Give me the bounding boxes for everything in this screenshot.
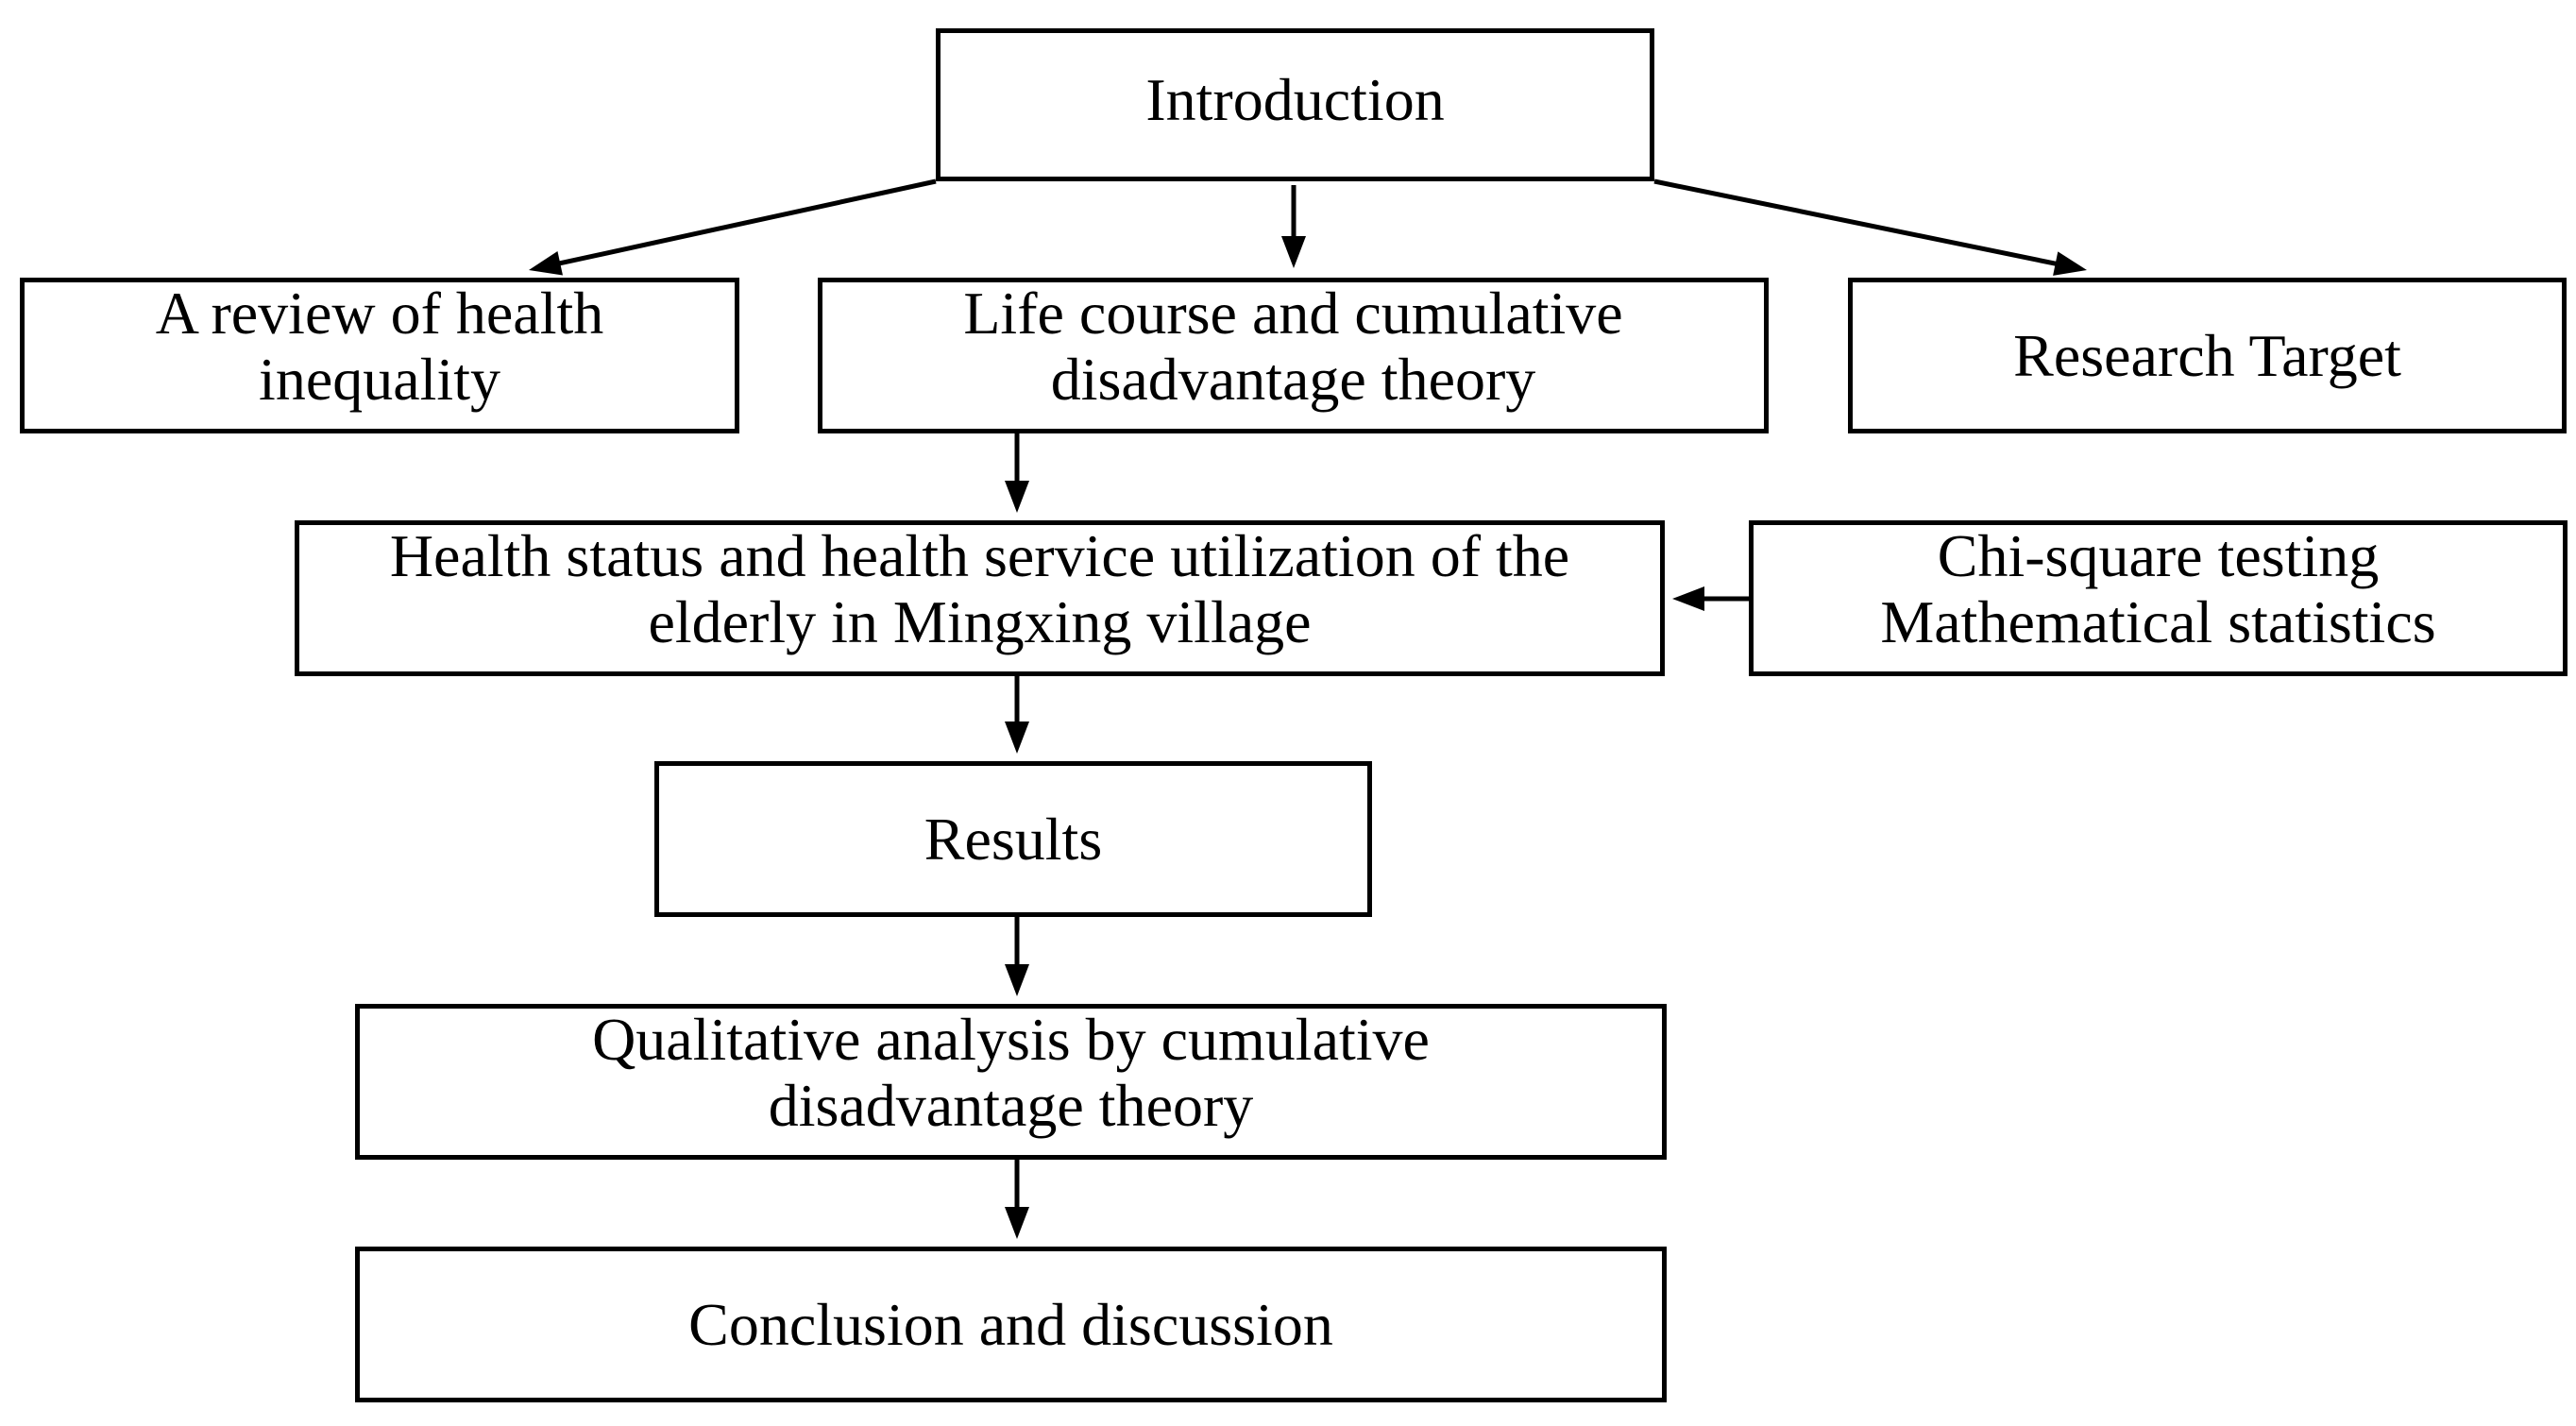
arrow-health-to-results <box>1005 676 1029 754</box>
node-health-line-1: Health status and health service utiliza… <box>389 522 1570 590</box>
arrowhead-icon <box>2053 251 2087 276</box>
arrow-results-to-qualitative <box>1005 917 1029 996</box>
arrow-methods-to-health <box>1672 586 1749 611</box>
arrowhead-icon <box>1005 964 1029 996</box>
node-target-line-1: Research Target <box>2013 321 2401 389</box>
node-lifecourse-line-1: Life course and cumulative <box>963 280 1623 348</box>
node-life-course-theory: Life course and cumulative disadvantage … <box>818 278 1769 433</box>
arrowhead-icon <box>1005 1207 1029 1239</box>
node-introduction-line-1: Introduction <box>1145 66 1445 134</box>
arrowhead-icon <box>1281 236 1306 268</box>
node-qualitative-line-2: disadvantage theory <box>768 1071 1254 1139</box>
node-qualitative-line-1: Qualitative analysis by cumulative <box>592 1006 1430 1074</box>
arrowhead-icon <box>1672 586 1704 611</box>
node-qualitative-analysis: Qualitative analysis by cumulative disad… <box>355 1004 1667 1160</box>
node-health-line-2: elderly in Mingxing village <box>648 587 1312 655</box>
arrow-introduction-to-target <box>1653 178 2087 276</box>
arrow-shaft <box>555 178 937 267</box>
node-statistical-methods: Chi-square testing Mathematical statisti… <box>1749 520 2568 676</box>
node-introduction: Introduction <box>936 28 1654 181</box>
arrowhead-icon <box>1005 481 1029 513</box>
arrow-qualitative-to-conclusion <box>1005 1160 1029 1239</box>
node-results-line-1: Results <box>924 805 1103 873</box>
node-results: Results <box>654 761 1372 917</box>
node-lifecourse-line-2: disadvantage theory <box>1050 345 1536 413</box>
node-health-inequality-review: A review of health inequality <box>20 278 739 433</box>
arrow-introduction-to-review <box>529 178 937 276</box>
node-conclusion: Conclusion and discussion <box>355 1247 1667 1402</box>
node-research-target: Research Target <box>1848 278 2567 433</box>
edge-group <box>529 178 2087 1239</box>
arrow-shaft <box>1653 178 2060 267</box>
node-conclusion-line-1: Conclusion and discussion <box>688 1290 1333 1358</box>
arrowhead-icon <box>1005 721 1029 754</box>
arrowhead-icon <box>529 251 563 276</box>
node-review-line-1: A review of health <box>155 280 604 348</box>
node-review-line-2: inequality <box>259 345 500 413</box>
node-methods-line-2: Mathematical statistics <box>1880 587 2436 655</box>
node-methods-line-1: Chi-square testing <box>1937 522 2380 590</box>
arrow-lifecourse-to-health <box>1005 433 1029 513</box>
node-health-status: Health status and health service utiliza… <box>295 520 1665 676</box>
arrow-introduction-to-lifecourse <box>1281 185 1306 268</box>
